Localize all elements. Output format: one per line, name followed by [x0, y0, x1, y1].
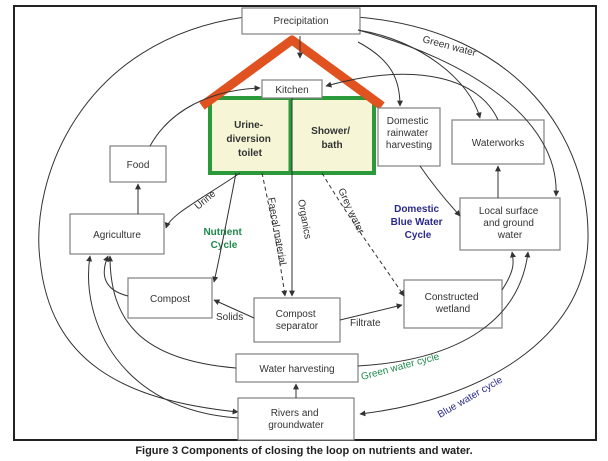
edge-food-kitchen — [149, 85, 261, 147]
precipitation-box — [241, 7, 361, 35]
shower-label: Shower/ bath — [311, 126, 353, 151]
edge-label-faecal: Faecal material — [265, 197, 288, 266]
compost-box — [127, 277, 213, 319]
edge-label-green-cycle: Green water cycle — [360, 351, 441, 383]
edge-toilet-compost — [212, 172, 237, 283]
constructed-wetland-box — [403, 279, 503, 329]
edge-rivers-agriculture — [86, 255, 239, 419]
constructed-wetland-label: Constructed wetland — [425, 292, 482, 315]
compost-separator-box — [253, 297, 341, 343]
rainwater-box — [377, 107, 441, 167]
precipitation-label: Precipitation — [273, 16, 328, 27]
water-harvesting-label: Water harvesting — [259, 364, 334, 375]
edge-label-filtrate: Filtrate — [350, 318, 381, 329]
edge-grey-wetland — [321, 172, 405, 297]
local-water-box — [459, 197, 561, 251]
edge-urine-agriculture — [164, 172, 241, 229]
edge-separator-wetland — [339, 303, 403, 321]
urine-toilet-label: Urine- diversion toilet — [226, 120, 273, 159]
house-roof — [199, 35, 385, 110]
compost-label: Compost — [150, 294, 190, 305]
agriculture-label: Agriculture — [93, 230, 141, 241]
edge-faecal-separator — [261, 172, 288, 297]
edge-precip-rivers-right — [356, 16, 589, 417]
edge-harvest-local — [357, 251, 531, 367]
rainwater-label: Domestic rainwater harvesting — [386, 116, 432, 151]
edge-label-blue-cycle: Blue water cycle — [436, 374, 505, 420]
edge-label-urine: Urine — [193, 188, 219, 212]
compost-separator-label: Compost separator — [276, 309, 319, 332]
blue-cycle-label: Domestic Blue Water Cycle — [391, 204, 446, 241]
edge-separator-compost — [213, 299, 255, 319]
edge-waterworks-kitchen — [325, 73, 499, 121]
edge-label-solids: Solids — [216, 312, 243, 323]
edge-precip-rainwater — [357, 41, 403, 107]
figure-caption: Figure 3 Components of closing the loop … — [135, 445, 473, 457]
edge-rainwater-local — [419, 165, 461, 217]
waterworks-box — [451, 119, 545, 165]
edge-precip-local — [357, 29, 560, 197]
kitchen-label: Kitchen — [275, 85, 308, 96]
edge-label-grey: Grey water — [335, 187, 366, 237]
edge-precip-waterworks — [357, 29, 482, 119]
edge-label-organic: Organics — [295, 199, 313, 240]
food-box — [109, 145, 167, 183]
nutrient-cycle-label: Nutrient Cycle — [203, 227, 244, 251]
edge-precip-rivers-left — [38, 16, 246, 415]
food-label: Food — [127, 160, 150, 171]
edge-harvest-agriculture — [107, 255, 237, 369]
waterworks-label: Waterworks — [472, 138, 524, 149]
agriculture-box — [69, 213, 165, 255]
edge-wetland-local — [501, 251, 517, 291]
rivers-box — [237, 397, 355, 441]
local-water-label: Local surface and ground water — [479, 206, 541, 241]
rivers-label: Rivers and groundwater — [268, 408, 324, 431]
edge-compost-agriculture — [103, 255, 129, 297]
